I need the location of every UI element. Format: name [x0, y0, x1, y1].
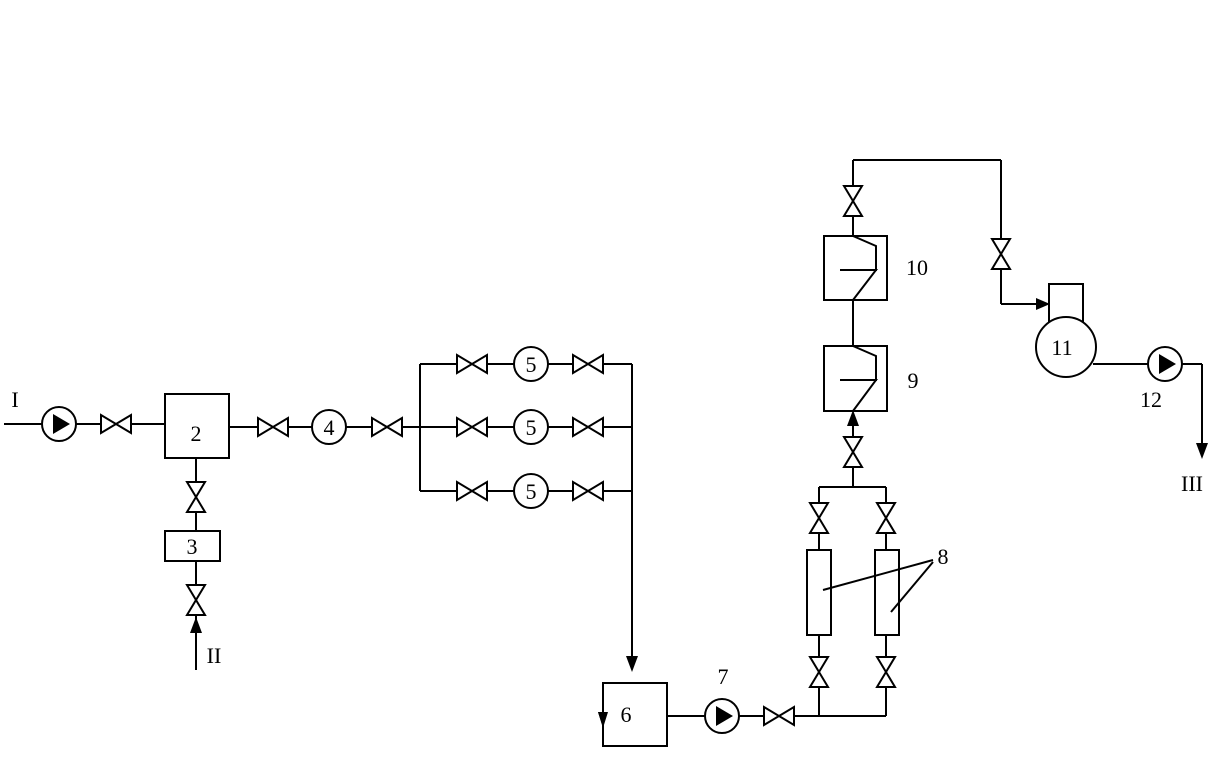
stream-label-inlet-2: II [207, 643, 222, 668]
columns-8: 8 [806, 544, 949, 636]
flow-arrow-icon [1196, 443, 1208, 459]
heat-exchanger-9-label: 9 [908, 368, 919, 393]
pump-7: 7 [704, 664, 740, 734]
valve-icon [456, 353, 488, 375]
heat-exchanger-10-label: 10 [906, 255, 928, 280]
flow-arrow-icon [190, 617, 202, 633]
valve-icon [185, 481, 207, 513]
mixer-label: 2 [191, 421, 202, 446]
valve-icon [842, 185, 864, 217]
pump-icon [716, 706, 733, 726]
valve-icon [875, 656, 897, 688]
pump-icon [53, 414, 70, 434]
valve-icon [572, 480, 604, 502]
filter-5-top: 5 [513, 346, 549, 382]
valve-icon [990, 238, 1012, 270]
valve-icon [456, 480, 488, 502]
heat-exchanger-icon [840, 235, 879, 301]
valve-icon [808, 502, 830, 534]
valve-icon [808, 656, 830, 688]
separator-label: 11 [1051, 335, 1072, 360]
pump-12-label: 12 [1140, 387, 1162, 412]
valve-icon [572, 416, 604, 438]
heat-exchanger-icon [840, 345, 878, 412]
heat-exchanger-10: 10 [823, 235, 928, 301]
valve-icon [100, 413, 132, 435]
filter-label: 5 [526, 415, 537, 440]
pump-7-label: 7 [718, 664, 729, 689]
filter-label: 5 [526, 479, 537, 504]
mixer-2: 2 [164, 393, 230, 459]
valve-icon [257, 416, 289, 438]
dosing-unit-label: 3 [187, 534, 198, 559]
flow-arrow-icon [1036, 298, 1050, 310]
flow-arrow-icon [847, 410, 859, 426]
stream-label-inlet-1: I [11, 387, 18, 412]
filter-5-bottom: 5 [513, 473, 549, 509]
valve-icon [371, 416, 403, 438]
stream-label-outlet-3: III [1181, 471, 1203, 496]
valve-icon [842, 436, 864, 468]
valve-icon [456, 416, 488, 438]
flow-arrow-icon [626, 656, 638, 672]
pump-inlet [41, 406, 77, 442]
pump-12: 12 [1140, 346, 1183, 412]
valve-icon [572, 353, 604, 375]
dosing-unit-3: 3 [164, 530, 221, 562]
tank-label: 6 [621, 702, 632, 727]
tank-6: 6 [598, 682, 668, 747]
columns-label: 8 [938, 544, 949, 569]
heat-exchanger-9: 9 [823, 345, 919, 412]
valves [100, 185, 1012, 727]
meter-4: 4 [311, 409, 347, 445]
valve-icon [875, 502, 897, 534]
separator-11: 11 [1035, 283, 1097, 378]
valve-icon [763, 705, 795, 727]
valve-icon [185, 584, 207, 616]
flow-arrow-icon [598, 712, 608, 728]
meter-label: 4 [324, 415, 335, 440]
pump-icon [1159, 354, 1176, 374]
filter-label: 5 [526, 352, 537, 377]
filter-5-middle: 5 [513, 409, 549, 445]
